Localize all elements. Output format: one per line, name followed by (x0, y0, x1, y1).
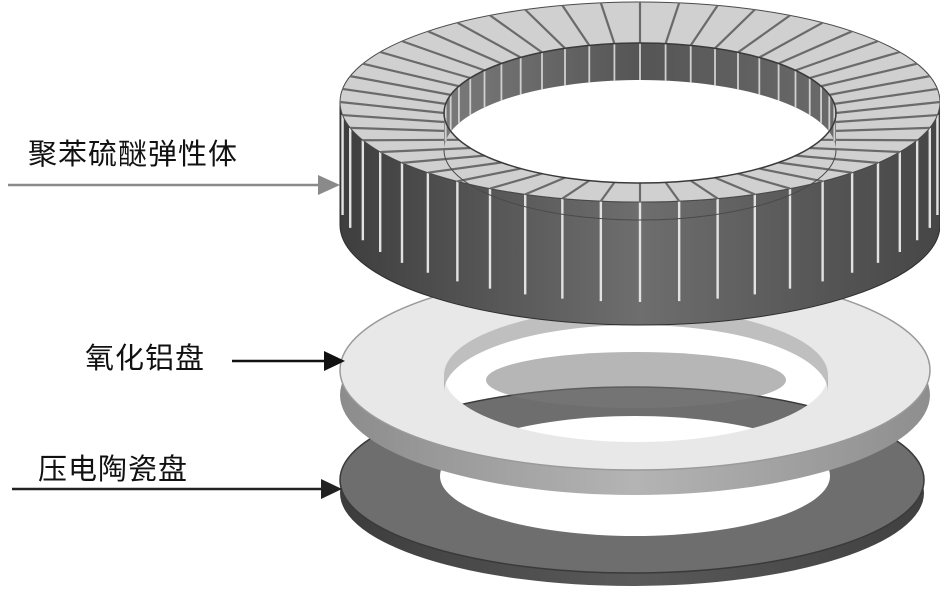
top-slot (759, 167, 823, 183)
top-slot (379, 50, 471, 80)
alumina-disk-label: 氧化铝盘 (85, 341, 206, 375)
inner-slots (444, 43, 836, 141)
top-slot (489, 14, 543, 54)
top-slot (342, 87, 446, 105)
top-slot (427, 161, 502, 174)
top-slot (834, 87, 938, 105)
top-slot (524, 176, 566, 196)
top-slot (599, 2, 616, 44)
top-slot (401, 154, 485, 164)
top-slot (427, 30, 502, 65)
top-slot (524, 8, 566, 50)
alumina-disk (339, 269, 931, 495)
piezo-arrow (12, 479, 342, 499)
piezo-disk-label: 压电陶瓷盘 (38, 452, 189, 486)
top-slot (690, 179, 719, 200)
top-slot (339, 100, 445, 115)
top-slot (809, 146, 900, 154)
top-slot (456, 21, 522, 59)
top-slot (778, 161, 853, 174)
top-slot (714, 8, 756, 50)
alumina-arrow (232, 351, 345, 371)
top-slot (834, 113, 938, 124)
top-slot (737, 14, 791, 54)
top-slot (342, 113, 446, 124)
top-slot (664, 2, 681, 44)
top-slot (737, 172, 791, 190)
top-slot (350, 75, 451, 96)
top-slot (758, 21, 824, 59)
top-slot (401, 40, 485, 72)
top-slot (778, 30, 853, 65)
pps-elastomer-ring (339, 1, 940, 326)
top-slot (561, 179, 590, 200)
top-slot (362, 62, 460, 88)
top-slot (714, 176, 756, 196)
top-slot (795, 40, 879, 72)
top-slot (689, 4, 719, 46)
top-slots (339, 2, 940, 202)
top-slot (820, 62, 918, 88)
top-slot (664, 181, 681, 202)
top-slot (829, 126, 930, 133)
top-slot (561, 4, 591, 46)
elastomer-label: 聚苯硫醚弹性体 (28, 137, 239, 171)
elastomer-arrow (8, 175, 340, 195)
top-slot (599, 181, 616, 202)
top-slot (809, 50, 901, 80)
top-slot (380, 146, 471, 154)
top-slot (835, 100, 940, 115)
top-slot (795, 154, 879, 164)
top-slot (829, 75, 930, 96)
top-slot (489, 172, 543, 190)
top-slot (350, 126, 451, 133)
side-slots (341, 115, 939, 302)
top-slot (457, 167, 521, 183)
